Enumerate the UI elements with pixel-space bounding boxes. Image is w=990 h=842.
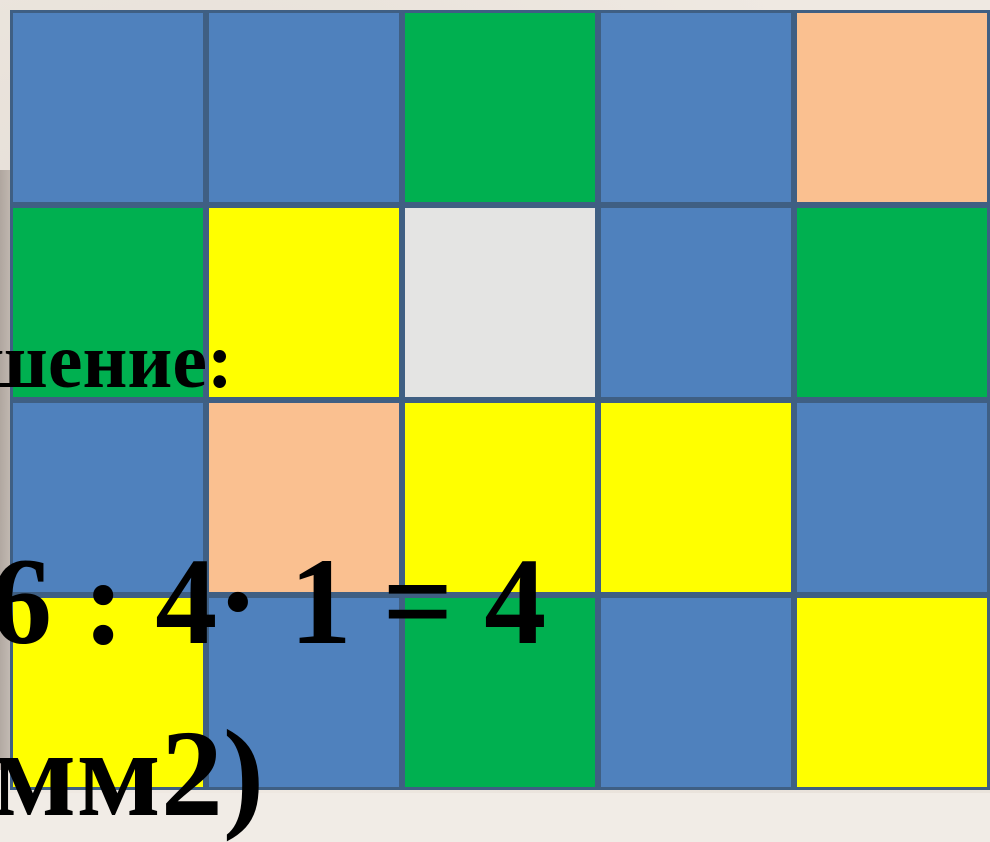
- unit-text: мм2): [0, 712, 264, 836]
- grid-cell-blue: [601, 13, 791, 202]
- grid-cell-blue: [601, 208, 791, 397]
- grid-cell-white: [405, 208, 595, 397]
- grid-cell-blue: [209, 13, 399, 202]
- solution-heading: шение:: [0, 322, 233, 400]
- grid-cell-green: [405, 13, 595, 202]
- grid-cell-peach: [797, 13, 987, 202]
- grid-cell-green: [797, 208, 987, 397]
- grid-cell-yellow: [209, 208, 399, 397]
- grid-cell-blue: [601, 598, 791, 787]
- grid-cell-yellow: [797, 598, 987, 787]
- grid-cell-blue: [797, 403, 987, 592]
- grid-cell-blue: [13, 13, 203, 202]
- equation-text: 6 : 4· 1 = 4: [0, 540, 546, 664]
- grid-cell-yellow: [601, 403, 791, 592]
